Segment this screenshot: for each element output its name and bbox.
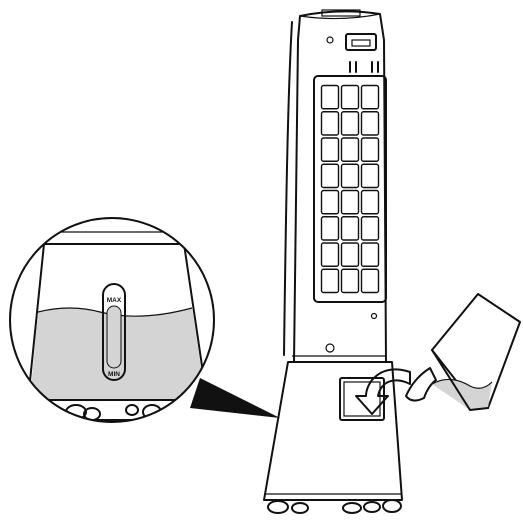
grille-louver (320, 111, 340, 136)
callout-pointer (190, 378, 280, 418)
grille-louver (340, 163, 360, 189)
water-stream (405, 367, 437, 402)
grille-louver (340, 242, 360, 267)
pitcher-water (432, 379, 492, 410)
grille-louver (360, 111, 380, 136)
grille-louver (360, 242, 380, 267)
air-outlet-grille (320, 84, 380, 294)
grille-louver (340, 137, 360, 162)
grille-louver (320, 163, 340, 189)
water-tank-base (263, 361, 403, 501)
screw-icon (326, 36, 334, 44)
magnifier-ring (9, 217, 215, 423)
gauge-min-label: MIN (108, 371, 120, 378)
control-panel-top (321, 9, 361, 17)
grille-louver (320, 268, 340, 294)
grille-louver (320, 137, 340, 162)
grille-louver (360, 189, 380, 215)
air-outlet-grille-frame (313, 75, 387, 303)
grille-louver (360, 163, 380, 189)
grille-louver (360, 84, 380, 110)
water-level-gauge (102, 283, 126, 381)
grille-louver (340, 189, 360, 215)
grille-louver (320, 242, 340, 267)
tower-side-edge (283, 21, 293, 356)
gauge-water (106, 305, 122, 369)
screw-icon (325, 343, 335, 353)
caster-wheels (267, 499, 402, 514)
air-cooler-tower (263, 9, 403, 514)
gauge-max-label: MAX (107, 297, 122, 304)
grille-louver (340, 216, 360, 241)
water-tank-door (339, 377, 385, 421)
grille-louver (360, 137, 380, 162)
water-pitcher (405, 293, 521, 411)
grille-louver (360, 268, 380, 294)
grille-louver (340, 268, 360, 294)
grille-louver (320, 84, 340, 110)
fill-direction-arrow (355, 368, 411, 415)
top-handle (345, 33, 377, 51)
grille-louver (360, 216, 380, 241)
grille-louver (320, 189, 340, 215)
grille-louver (320, 216, 340, 241)
grille-louver (340, 111, 360, 136)
grille-louver (340, 84, 360, 110)
zoom-callout: MAX MIN (9, 217, 280, 423)
